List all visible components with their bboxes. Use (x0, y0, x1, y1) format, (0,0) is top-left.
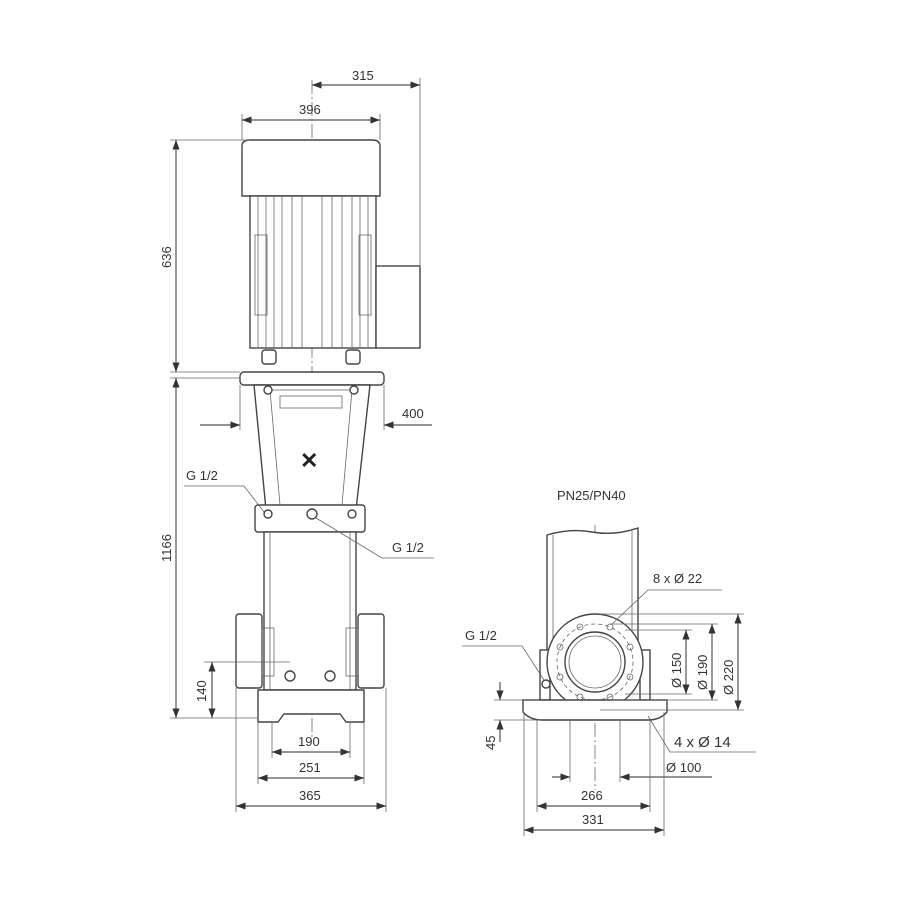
inlet-flange (235, 613, 263, 689)
dim-label: Ø 150 (669, 653, 684, 688)
motor-foot-right (345, 349, 361, 365)
dim-label: 251 (299, 760, 321, 775)
callout-label: G 1/2 (465, 628, 497, 643)
callout-g12-left: G 1/2 (184, 468, 265, 513)
dim-331: 331 (523, 712, 665, 836)
dim-label: 400 (402, 406, 424, 421)
base-view: PN25/PN40 8 x Ø 22 Ø 150 (462, 488, 756, 836)
dim-1166: 1166 (159, 377, 258, 719)
dim-190: 190 (271, 722, 351, 758)
dim-label: 190 (298, 734, 320, 749)
pump-base (257, 689, 365, 723)
dim-45: 45 (483, 682, 540, 750)
outlet-flange (357, 613, 385, 689)
dim-315: 315 (312, 68, 421, 268)
drain-port (541, 679, 551, 689)
dim-266: 266 (536, 720, 651, 812)
flange-bore (564, 631, 626, 693)
dim-d220: Ø 220 (600, 613, 744, 711)
dim-label: 1166 (159, 534, 174, 562)
dim-d190: Ø 190 (610, 623, 718, 701)
dim-d100: Ø 100 (552, 720, 712, 782)
dim-label: 365 (299, 788, 321, 803)
motor-fins (254, 196, 372, 348)
callout-4x14: 4 x Ø 14 (647, 715, 756, 753)
dim-label: Ø 100 (666, 760, 701, 775)
dim-251: 251 (257, 722, 365, 784)
dim-d150: Ø 150 (625, 629, 692, 695)
flange-holes (556, 623, 634, 701)
dim-365: 365 (235, 688, 387, 812)
dim-label: 636 (159, 246, 174, 268)
drain-port (306, 508, 318, 520)
dim-label: 315 (352, 68, 374, 83)
dim-label: 331 (582, 812, 604, 827)
dim-label: 140 (194, 680, 209, 702)
terminal-box (375, 265, 421, 349)
pump-sleeve (263, 531, 357, 691)
dim-label: 4 x Ø 14 (674, 734, 731, 751)
dim-label: 45 (483, 736, 498, 750)
dim-400: 400 (200, 385, 432, 430)
bolt (263, 385, 273, 395)
callout-label: G 1/2 (392, 540, 424, 555)
motor-body (249, 195, 377, 349)
callout-g12-right: G 1/2 (315, 517, 434, 559)
motor-fan-cover (241, 139, 381, 197)
callout-8x22: 8 x Ø 22 (611, 571, 722, 625)
callout-label: G 1/2 (186, 468, 218, 483)
dim-label: Ø 190 (695, 655, 710, 690)
side-view: ✕ 315 396 636 (159, 68, 434, 812)
port (284, 670, 296, 682)
dim-label: 8 x Ø 22 (653, 571, 702, 586)
port (324, 670, 336, 682)
dim-label: 266 (581, 788, 603, 803)
dim-label: Ø 220 (721, 660, 736, 695)
motor-flange (239, 371, 385, 386)
base-plate (522, 699, 668, 721)
callout-g12-base: G 1/2 (462, 628, 545, 681)
dim-396: 396 (241, 102, 381, 140)
dim-636: 636 (159, 139, 250, 373)
view-title: PN25/PN40 (557, 488, 626, 503)
dim-140: 140 (194, 661, 290, 718)
bolt (349, 385, 359, 395)
motor-foot-left (261, 349, 277, 365)
pump-brand-logo-icon: ✕ (300, 448, 318, 473)
dim-label: 396 (299, 102, 321, 117)
